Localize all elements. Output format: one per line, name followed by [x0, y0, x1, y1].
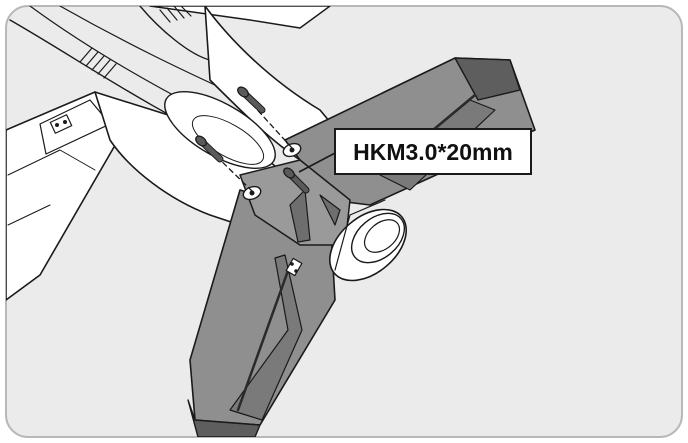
fastener-hole-icon	[282, 142, 302, 158]
callout: HKM3.0*20mm	[334, 128, 532, 175]
callout-box	[334, 128, 532, 175]
screw-icon	[283, 167, 310, 194]
motor-icon	[328, 199, 408, 282]
vent-grille	[79, 47, 117, 79]
screw-icon	[237, 86, 266, 114]
screw-icon	[195, 135, 224, 163]
fastener-hole-icon	[242, 185, 262, 201]
vent-grille-top	[159, 6, 192, 23]
callout-label: HKM3.0*20mm	[353, 139, 513, 165]
left-wing-fastener-icon	[49, 114, 73, 134]
canopy	[164, 90, 276, 170]
callout-leader	[298, 151, 338, 173]
tail-section	[239, 159, 351, 246]
left-wing	[6, 91, 126, 301]
lower-aileron	[229, 254, 303, 421]
lower-wing-fastener-icon	[285, 257, 303, 277]
fuselage-upper	[9, 6, 331, 151]
